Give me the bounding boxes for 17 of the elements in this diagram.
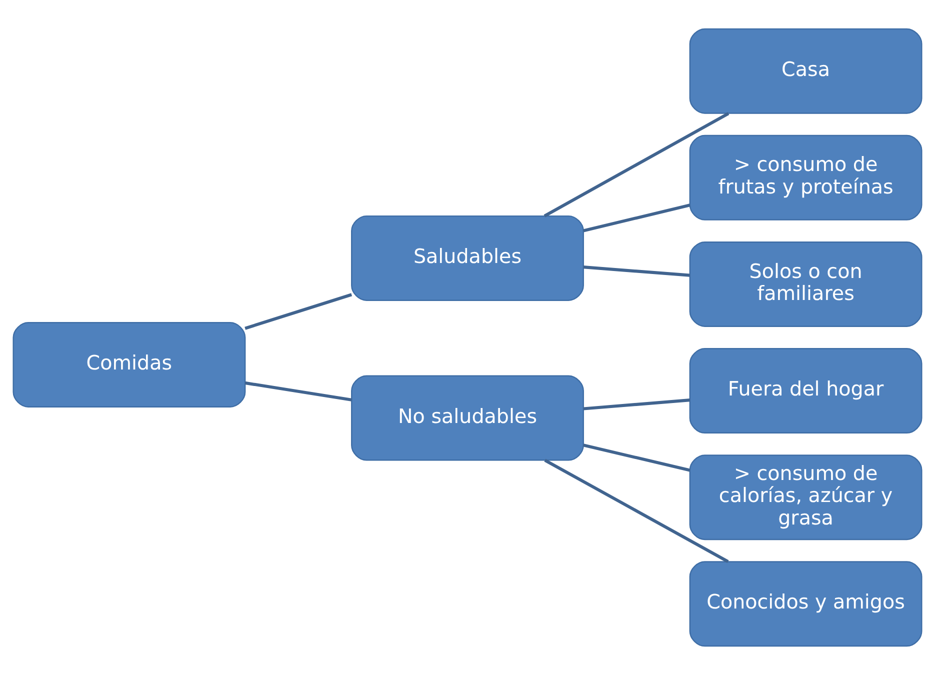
node-box: Comidas [12, 322, 246, 408]
node-box: > consumo de frutas y proteínas [689, 134, 922, 220]
connector [244, 381, 352, 402]
connector [583, 266, 690, 277]
node-box: Saludables [351, 215, 584, 301]
connector [544, 458, 729, 563]
connector [583, 204, 690, 232]
node-box: No saludables [351, 375, 584, 461]
node-box: Solos o con familiares [689, 241, 922, 327]
node-box: Casa [689, 28, 922, 114]
connector [244, 293, 352, 330]
node-box: > consumo de calorías, azúcar y grasa [689, 454, 922, 540]
connector [583, 398, 690, 410]
connector [544, 112, 730, 218]
connector [583, 444, 690, 472]
node-box: Fuera del hogar [689, 348, 922, 434]
node-box: Conocidos y amigos [689, 561, 922, 647]
